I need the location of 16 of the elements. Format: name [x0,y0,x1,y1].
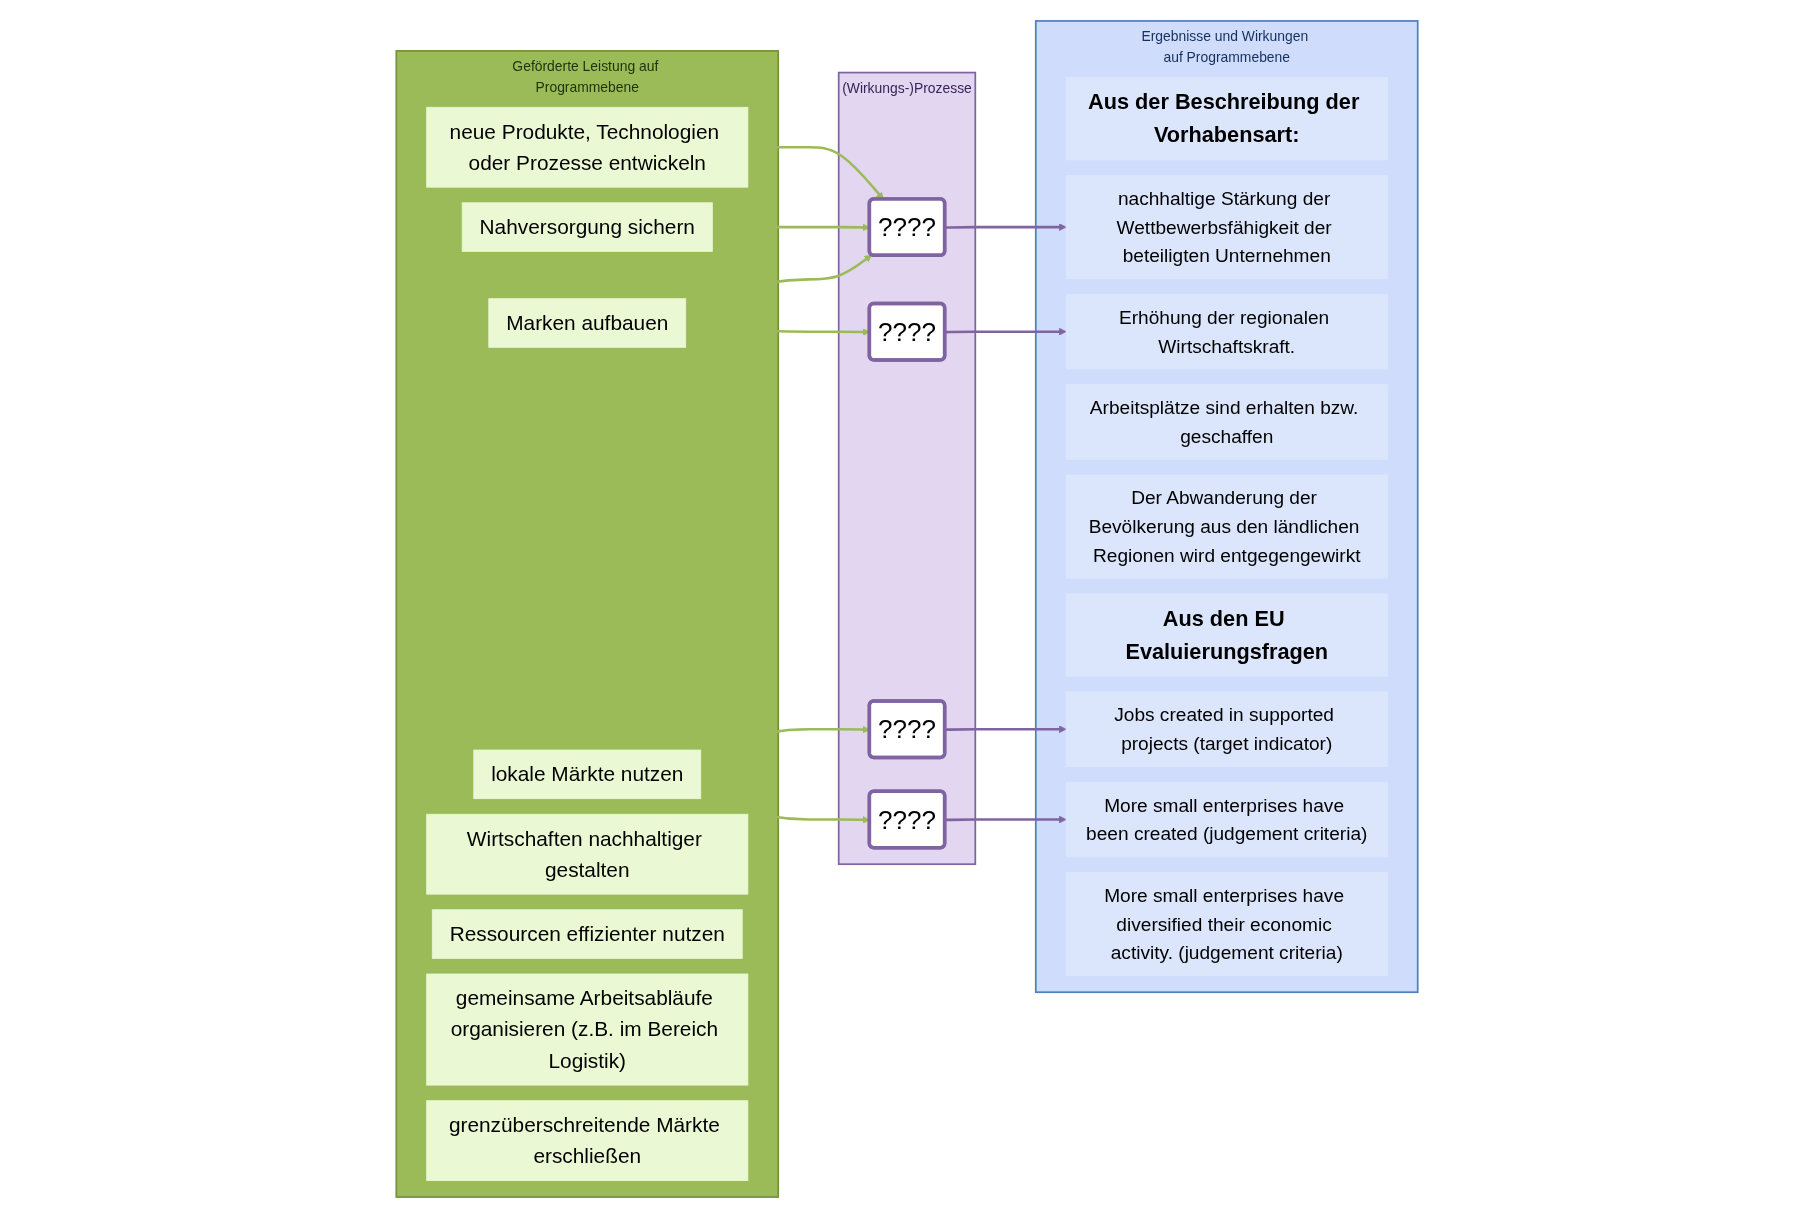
node-box: nachhaltige Stärkung der Wettbewerbsfähigkeit der beteiligten Unternehmen [1065,175,1388,280]
node-box: lokale Märkte nutzen [473,749,702,800]
node-box: Marken aufbauen [488,298,687,348]
node-box: neue Produkte, Technologien oder Prozesse entwickeln [426,106,749,188]
node-box: Ressourcen effizienter nutzen [431,909,743,959]
node-box: Erhöhung der regionalen Wirtschaftskraft. [1065,293,1388,370]
node-box: grenzüberschreitende Märkte erschließen [426,1100,749,1181]
node-box: gemeinsame Arbeitsabläufe organisieren (z.B. im Bereich Logistik) [426,973,749,1086]
arrow [945,223,1067,231]
arrow [945,327,1067,336]
node-box: Nahversorgung sichern [461,202,713,252]
arrow [945,815,1067,824]
node-box: Wirtschaften nachhaltiger gestalten [426,813,749,895]
arrow [945,725,1067,734]
node-box: Jobs created in supported projects (target indicator) [1065,691,1388,767]
node-box: More small enterprises have been created (judgement criteria) [1065,781,1388,858]
